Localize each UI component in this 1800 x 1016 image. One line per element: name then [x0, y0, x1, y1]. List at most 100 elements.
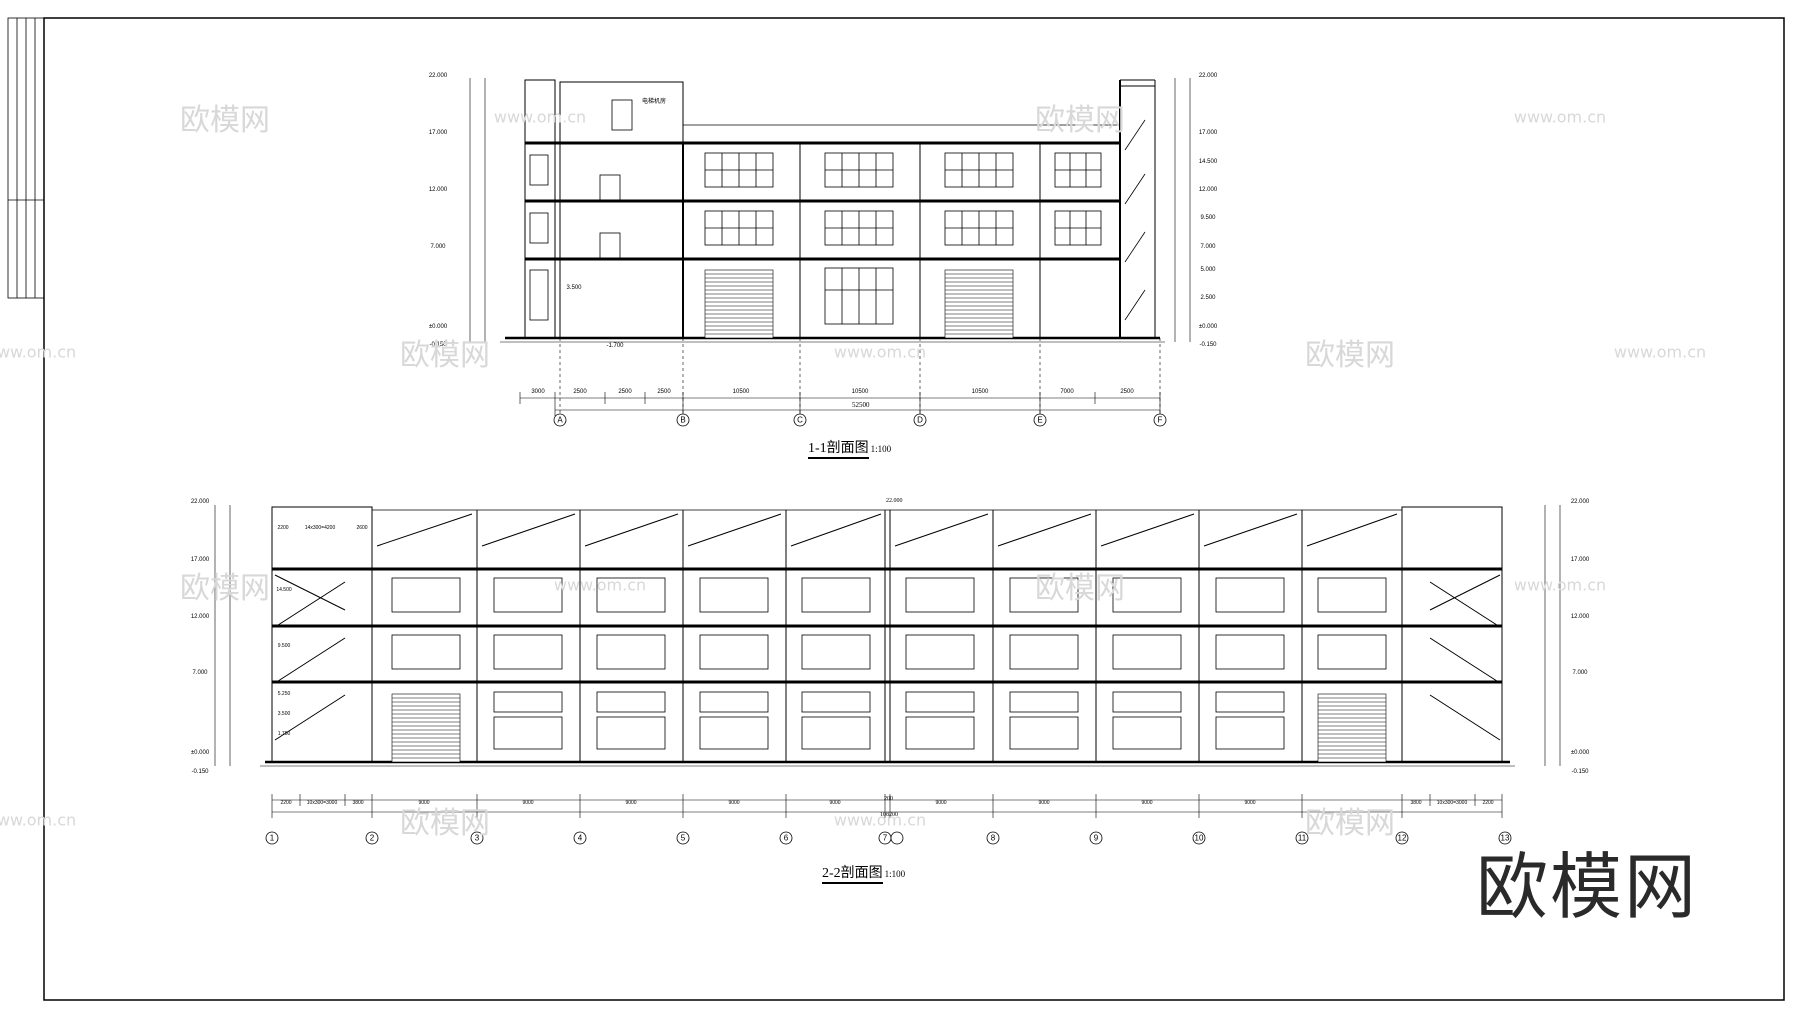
- section-2-drawing: [260, 506, 1515, 767]
- elevation-mark: 22.000: [1570, 499, 1590, 505]
- stair-dim: 14x300=4200: [304, 525, 336, 531]
- level-mark: 1.750: [277, 731, 291, 737]
- elevation-mark: ±0.000: [1198, 324, 1218, 330]
- section-2-rolling-doors: [391, 693, 1387, 763]
- elevation-mark: -0.150: [191, 769, 209, 775]
- span-dim: 7000: [1060, 389, 1074, 395]
- span-dim: 2500: [573, 389, 587, 395]
- span-dim: 3000: [531, 389, 545, 395]
- section-2-scale: 1:100: [884, 869, 906, 879]
- axis-label: 13: [1500, 833, 1510, 843]
- level-mark: 9.500: [277, 643, 291, 649]
- elevation-mark: -0.150: [429, 342, 447, 348]
- span-dim: 9000: [829, 800, 841, 806]
- elevation-mark: 2.500: [1200, 295, 1216, 301]
- axis-label: 7: [882, 833, 888, 843]
- span-dim: 9000: [1244, 800, 1256, 806]
- elevation-mark: ±0.000: [190, 750, 210, 756]
- axis-label: 6: [783, 833, 789, 843]
- axis-label: C: [797, 415, 803, 425]
- elevation-mark: 7.000: [192, 670, 208, 676]
- elevation-mark: 9.500: [1200, 215, 1216, 221]
- axis-label: D: [917, 415, 923, 425]
- axis-label: A: [557, 415, 563, 425]
- elevation-mark: 7.000: [1572, 670, 1588, 676]
- section-2-total-dim: 108200: [880, 812, 898, 818]
- elevation-mark: ±0.000: [1570, 750, 1590, 756]
- span-dim: 10500: [851, 389, 869, 395]
- elevation-mark: 22.000: [428, 73, 448, 79]
- span-dim: 2500: [657, 389, 671, 395]
- title-block: [7, 17, 45, 299]
- axis-label: 1: [269, 833, 275, 843]
- section-2-top-elev: 22.000: [886, 498, 903, 504]
- span-dim: 9000: [1038, 800, 1050, 806]
- elevation-mark: 17.000: [1198, 130, 1218, 136]
- axis-label: 9: [1093, 833, 1099, 843]
- span-dim: 2500: [618, 389, 632, 395]
- section-1-rolling-doors: [704, 269, 1014, 339]
- elevation-mark: 12.000: [190, 614, 210, 620]
- brand-watermark: 欧模网: [1476, 845, 1699, 929]
- level-mark: -1.700: [606, 343, 624, 349]
- axis-label: F: [1157, 415, 1163, 425]
- span-dim: 9000: [1141, 800, 1153, 806]
- section-1-windows: [529, 99, 1102, 325]
- span-dim: 9000: [625, 800, 637, 806]
- axis-label: 3: [474, 833, 480, 843]
- axis-label: E: [1037, 415, 1043, 425]
- elevation-mark: 12.000: [1198, 187, 1218, 193]
- section-2-mid-gap: 200: [884, 796, 893, 802]
- sheet-border: [43, 17, 1785, 1001]
- span-dim: 10500: [971, 389, 989, 395]
- level-mark: 5.250: [277, 691, 291, 697]
- section-2-windows: [391, 577, 1387, 750]
- span-dim: 9000: [728, 800, 740, 806]
- section-1-total-dim: 52500: [852, 401, 870, 409]
- span-dim: 9000: [935, 800, 947, 806]
- span-dim: 2200: [1482, 800, 1494, 806]
- section-1-axis-bubbles: [553, 413, 1167, 427]
- section-1-drawing: [500, 79, 1165, 343]
- elevation-mark: 7.000: [430, 244, 446, 250]
- span-dim: 10500: [732, 389, 750, 395]
- axis-label: 12: [1397, 833, 1407, 843]
- elevation-mark: 7.000: [1200, 244, 1216, 250]
- span-dim: 2500: [1120, 389, 1134, 395]
- section-1-room-label: 电梯机房: [642, 99, 667, 105]
- elevation-mark: 17.000: [428, 130, 448, 136]
- axis-label: 2: [369, 833, 375, 843]
- elevation-mark: 5.000: [1200, 267, 1216, 273]
- span-dim: 2200: [280, 800, 292, 806]
- span-dim: 9000: [522, 800, 534, 806]
- span-dim: 3800: [1410, 800, 1422, 806]
- section-1-right-stair: [1124, 119, 1146, 321]
- stair-dim: 2600: [356, 525, 368, 531]
- elevation-mark: 14.500: [1198, 159, 1218, 165]
- elevation-mark: -0.150: [1571, 769, 1589, 775]
- elevation-mark: -0.150: [1199, 342, 1217, 348]
- axis-label: 10: [1194, 833, 1204, 843]
- span-dim: 10x300=3000: [1436, 800, 1468, 806]
- elevation-mark: ±0.000: [428, 324, 448, 330]
- elevation-mark: 22.000: [1198, 73, 1218, 79]
- span-dim: 9000: [418, 800, 430, 806]
- axis-label: 11: [1297, 833, 1307, 843]
- span-dim: 3800: [352, 800, 364, 806]
- axis-label: 8: [990, 833, 996, 843]
- elevation-mark: 17.000: [1570, 557, 1590, 563]
- section-1-scale: 1:100: [870, 444, 892, 454]
- level-mark: 3.500: [277, 711, 291, 717]
- elevation-mark: 22.000: [190, 499, 210, 505]
- section-1-dimension: [469, 78, 1191, 418]
- elevation-mark: 12.000: [1570, 614, 1590, 620]
- stair-dim: 2200: [277, 525, 289, 531]
- axis-label: B: [680, 415, 686, 425]
- elevation-mark: 17.000: [190, 557, 210, 563]
- level-mark: 3.500: [566, 285, 582, 291]
- section-2-dimension: [214, 505, 1561, 818]
- section-2-axis-bubbles: [265, 831, 1512, 845]
